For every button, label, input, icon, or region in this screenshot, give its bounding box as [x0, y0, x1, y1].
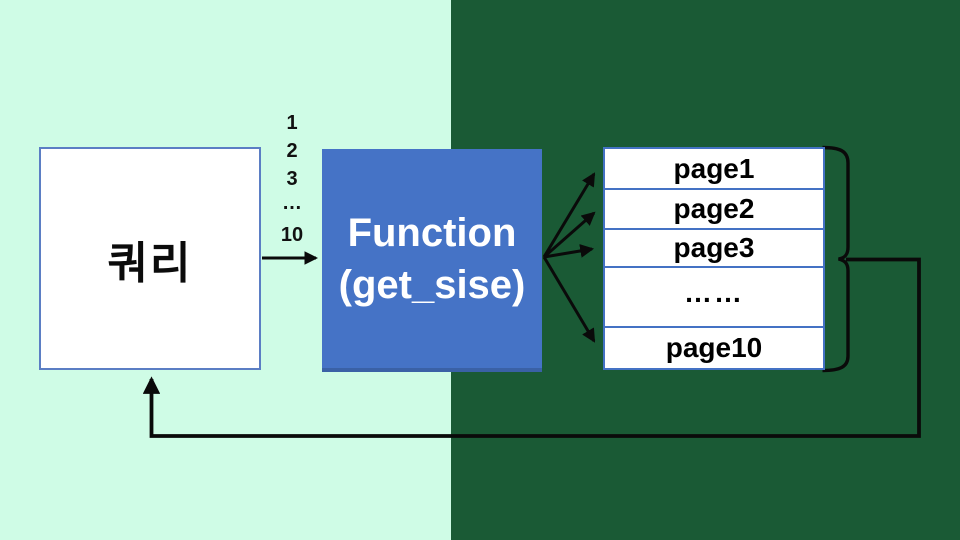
- page-number-list: 1 2 3 … 10: [270, 109, 314, 249]
- page-row-page1: page1: [605, 149, 823, 190]
- function-label-line2: (get_sise): [338, 262, 526, 307]
- page-row-ellipsis: ……: [605, 268, 823, 328]
- page-number-1: 1: [286, 112, 298, 134]
- pages-box: page1 page2 page3 …… page10: [603, 147, 825, 370]
- page-row-label: page10: [665, 332, 763, 363]
- page-row-page10: page10: [605, 328, 823, 368]
- page-number-3: 3: [286, 168, 298, 190]
- page-row-label: page1: [673, 152, 755, 184]
- page-row-page2: page2: [605, 190, 823, 230]
- page-row-label: page2: [673, 193, 755, 224]
- function-label-line1: Function: [347, 210, 517, 255]
- query-label: 쿼리: [107, 238, 193, 288]
- page-row-page3: page3: [605, 230, 823, 268]
- page-number-10: 10: [280, 224, 304, 246]
- function-box: Function (get_sise): [322, 149, 542, 372]
- page-number-ellipsis: …: [282, 192, 302, 214]
- page-row-label: page3: [673, 232, 755, 263]
- page-number-2: 2: [286, 140, 298, 162]
- query-box: 쿼리: [39, 147, 261, 370]
- page-row-label: ……: [684, 277, 744, 309]
